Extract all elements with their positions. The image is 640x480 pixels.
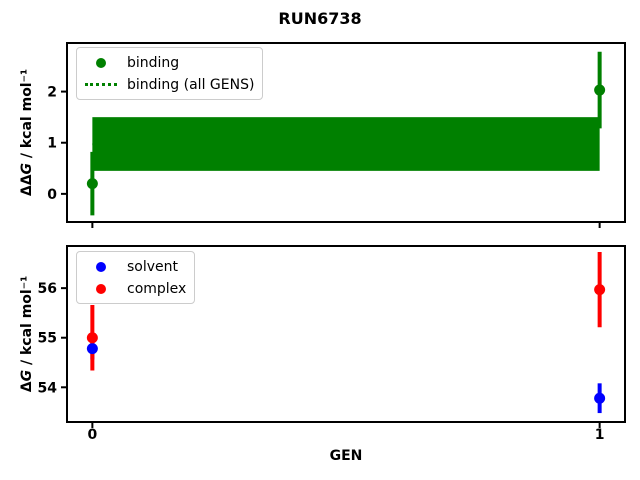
- legend-label: solvent: [127, 258, 179, 275]
- y-tick-label: 1: [47, 136, 57, 152]
- dotted-line-icon: [85, 83, 117, 86]
- binding-point-gen1: [594, 84, 606, 96]
- y-tick-label: 0: [47, 187, 57, 203]
- solvent-point-gen0: [86, 343, 98, 355]
- complex-point-gen0: [86, 332, 98, 344]
- legend-binding: binding binding (all GENS): [76, 47, 264, 100]
- legend-label: complex: [127, 280, 187, 297]
- legend-label: binding: [127, 54, 180, 71]
- x-tick-label: 0: [87, 427, 97, 443]
- x-tick-label: 1: [595, 427, 605, 443]
- figure-title: RUN6738: [278, 9, 362, 28]
- top-axes-frame: [66, 42, 626, 223]
- marker-dot-icon: [96, 261, 106, 272]
- y-tick-label: 54: [38, 380, 58, 396]
- marker-dot-icon: [96, 57, 106, 68]
- legend-entry-binding-all-gens-: binding (all GENS): [83, 74, 254, 95]
- y-axis-label: ΔΔG / kcal mol⁻¹: [19, 69, 35, 196]
- marker-dot-icon: [83, 283, 119, 294]
- legend-entry-binding: binding: [83, 52, 254, 73]
- marker-dot-icon: [83, 261, 119, 272]
- y-tick-label: 2: [47, 85, 57, 101]
- bottom-plot: 54 55 56 0 1 ΔG / kcal mol⁻¹ GEN: [19, 245, 626, 464]
- bottom-axes-frame: [66, 245, 626, 423]
- x-axis-label: GEN: [330, 448, 363, 464]
- top-plot: 0 1 2 ΔΔG / kcal mol⁻¹: [19, 42, 626, 228]
- legend-entry-solvent: solvent: [83, 256, 186, 277]
- complex-point-gen1: [594, 284, 606, 296]
- legend-label: binding (all GENS): [127, 76, 255, 93]
- legend-entry-complex: complex: [83, 278, 186, 299]
- legend-solvent-complex: solvent complex: [76, 251, 196, 304]
- y-tick-label: 55: [38, 331, 57, 347]
- solvent-point-gen1: [594, 392, 606, 404]
- marker-dot-icon: [83, 57, 119, 68]
- dotted-line-icon: [83, 83, 119, 86]
- y-tick-label: 56: [38, 281, 57, 297]
- y-axis-label: ΔG / kcal mol⁻¹: [19, 276, 35, 392]
- all-gens-confidence-band: [92, 117, 600, 171]
- marker-dot-icon: [96, 283, 106, 294]
- binding-point-gen0: [86, 178, 98, 190]
